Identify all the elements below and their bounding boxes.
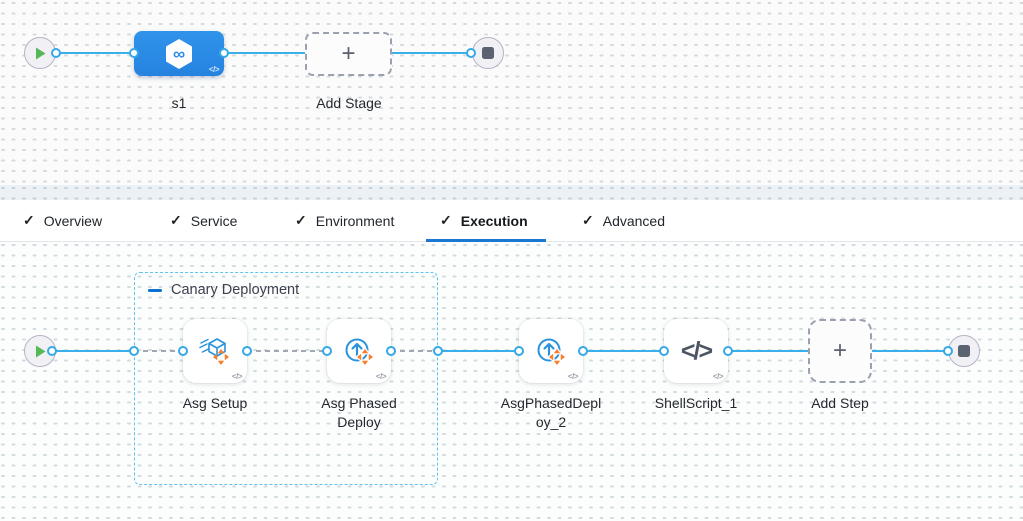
edge-dashed [247,350,327,352]
edge [583,350,664,352]
edge [438,350,519,352]
tab-label: Execution [460,212,528,229]
stop-icon [958,345,970,357]
connector-dot [466,48,476,58]
connector-dot [129,48,139,58]
connector-dot [514,346,524,356]
asg-setup-icon [199,338,229,365]
connector-dot [242,346,252,356]
play-icon [35,345,45,357]
svg-text:∞: ∞ [173,44,185,63]
connector-dot [47,346,57,356]
check-icon: ✓ [440,212,452,228]
plus-icon: + [832,337,847,364]
stage-graph-canvas[interactable]: ∞ </> s1 + Add Stage [0,0,1023,185]
yaml-code-badge: </> [375,372,387,381]
tab-label: Environment [315,212,395,229]
edge [728,350,808,352]
add-step-label: Add Step [811,395,869,411]
move-arrows-icon [213,349,229,365]
execution-graph-canvas[interactable]: Canary Deployment </> [0,242,1023,521]
edge-dashed [134,350,183,352]
add-stage-button[interactable]: + [305,32,392,76]
connector-dot [322,346,332,356]
code-icon: </> [680,336,713,365]
step-node-asgphaseddeploy-2[interactable]: </> [519,319,583,383]
pipeline-end-node [472,37,504,69]
harness-cd-icon: ∞ [166,38,192,69]
tab-label: Advanced [602,212,666,229]
yaml-code-badge: </> [231,372,243,381]
tab-service[interactable]: ✓ Service [170,200,237,241]
active-tab-underline [426,239,546,242]
panel-top-strip [0,185,1023,200]
check-icon: ✓ [170,212,182,228]
tab-label: Service [190,212,238,229]
check-icon: ✓ [23,212,35,228]
step-label: Asg Setup [182,395,248,411]
connector-dot [129,346,139,356]
tab-label: Overview [43,212,103,229]
connector-dot [219,48,229,58]
step-label: Asg Phased Deploy [321,395,397,430]
stop-icon [482,47,494,59]
collapse-group-icon[interactable] [148,288,162,292]
step-label: AsgPhasedDeploy_2 [500,395,602,430]
yaml-code-badge: </> [712,372,724,381]
yaml-code-badge: </> [208,65,220,74]
connector-dot [943,346,953,356]
step-node-shellscript-1[interactable]: </> </> [664,319,728,383]
tab-advanced[interactable]: ✓ Advanced [582,200,665,241]
step-group-label: Canary Deployment [171,282,300,298]
connector-dot [178,346,188,356]
move-arrows-icon [546,346,568,368]
edge-start-to-stage [56,52,134,54]
step-node-asg-setup[interactable]: </> [183,319,247,383]
connector-dot [578,346,588,356]
phased-deploy-icon [537,338,568,368]
phased-deploy-icon [345,338,376,368]
play-icon [35,47,45,59]
edge [52,350,134,352]
step-node-asg-phased-deploy[interactable]: </> [327,319,391,383]
edge-dashed [391,350,438,352]
check-icon: ✓ [582,212,594,228]
tab-overview[interactable]: ✓ Overview [23,200,102,241]
plus-icon: + [341,40,356,67]
check-icon: ✓ [295,212,307,228]
connector-dot [51,48,61,58]
connector-dot [386,346,396,356]
tab-environment[interactable]: ✓ Environment [295,200,394,241]
connector-dot [723,346,733,356]
step-label: ShellScript_1 [654,395,738,411]
pipeline-start-node [24,37,56,69]
edge [872,350,948,352]
tab-execution[interactable]: ✓ Execution [440,200,528,241]
yaml-code-badge: </> [567,372,579,381]
connector-dot [433,346,443,356]
stage-label: s1 [171,95,187,111]
step-group-canary-deployment [134,272,438,485]
step-group-header: Canary Deployment [148,282,299,298]
connector-dot [659,346,669,356]
add-step-button[interactable]: + [808,319,872,383]
add-stage-label: Add Stage [316,95,382,111]
move-arrows-icon [354,346,376,368]
stage-config-tabbar: ✓ Overview ✓ Service ✓ Environment ✓ Exe… [0,200,1023,242]
stage-node-s1[interactable]: ∞ </> [134,31,224,76]
